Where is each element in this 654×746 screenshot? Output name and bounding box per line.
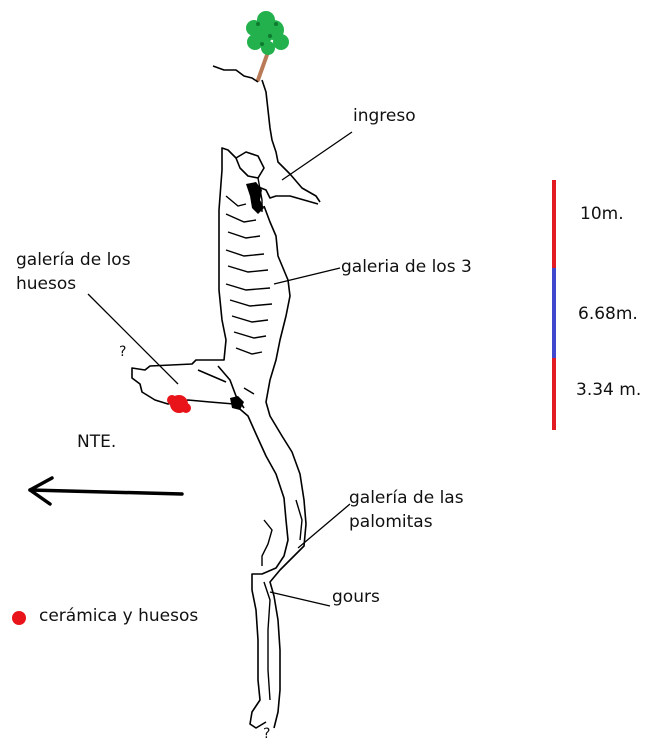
passage-hatching bbox=[225, 177, 303, 701]
legend-label: cerámica y huesos bbox=[39, 606, 199, 626]
label-galeria-de-los-3: galeria de los 3 bbox=[341, 257, 472, 277]
cave-outline bbox=[131, 65, 321, 729]
label-ingreso: ingreso bbox=[353, 106, 416, 126]
scale-label-top: 10m. bbox=[580, 204, 624, 224]
rock-blocks bbox=[230, 182, 264, 410]
label-north: NTE. bbox=[77, 432, 117, 452]
label-galeria-huesos-line1: galería de los bbox=[16, 250, 131, 270]
red-dot-icon bbox=[12, 611, 26, 625]
scale-label-bottom: 3.34 m. bbox=[576, 380, 642, 400]
label-unknown-west: ? bbox=[119, 344, 127, 360]
label-gours: gours bbox=[332, 587, 380, 607]
tree-icon bbox=[246, 11, 289, 82]
label-palomitas-line2: palomitas bbox=[349, 512, 433, 532]
label-unknown-south: ? bbox=[263, 726, 271, 742]
scale-label-middle: 6.68m. bbox=[578, 304, 638, 324]
arrow-left-icon bbox=[28, 476, 184, 506]
label-palomitas-line1: galería de las bbox=[349, 488, 464, 508]
finds-marker bbox=[167, 395, 191, 413]
leader-lines bbox=[87, 131, 353, 607]
label-galeria-huesos-line2: huesos bbox=[16, 274, 77, 294]
